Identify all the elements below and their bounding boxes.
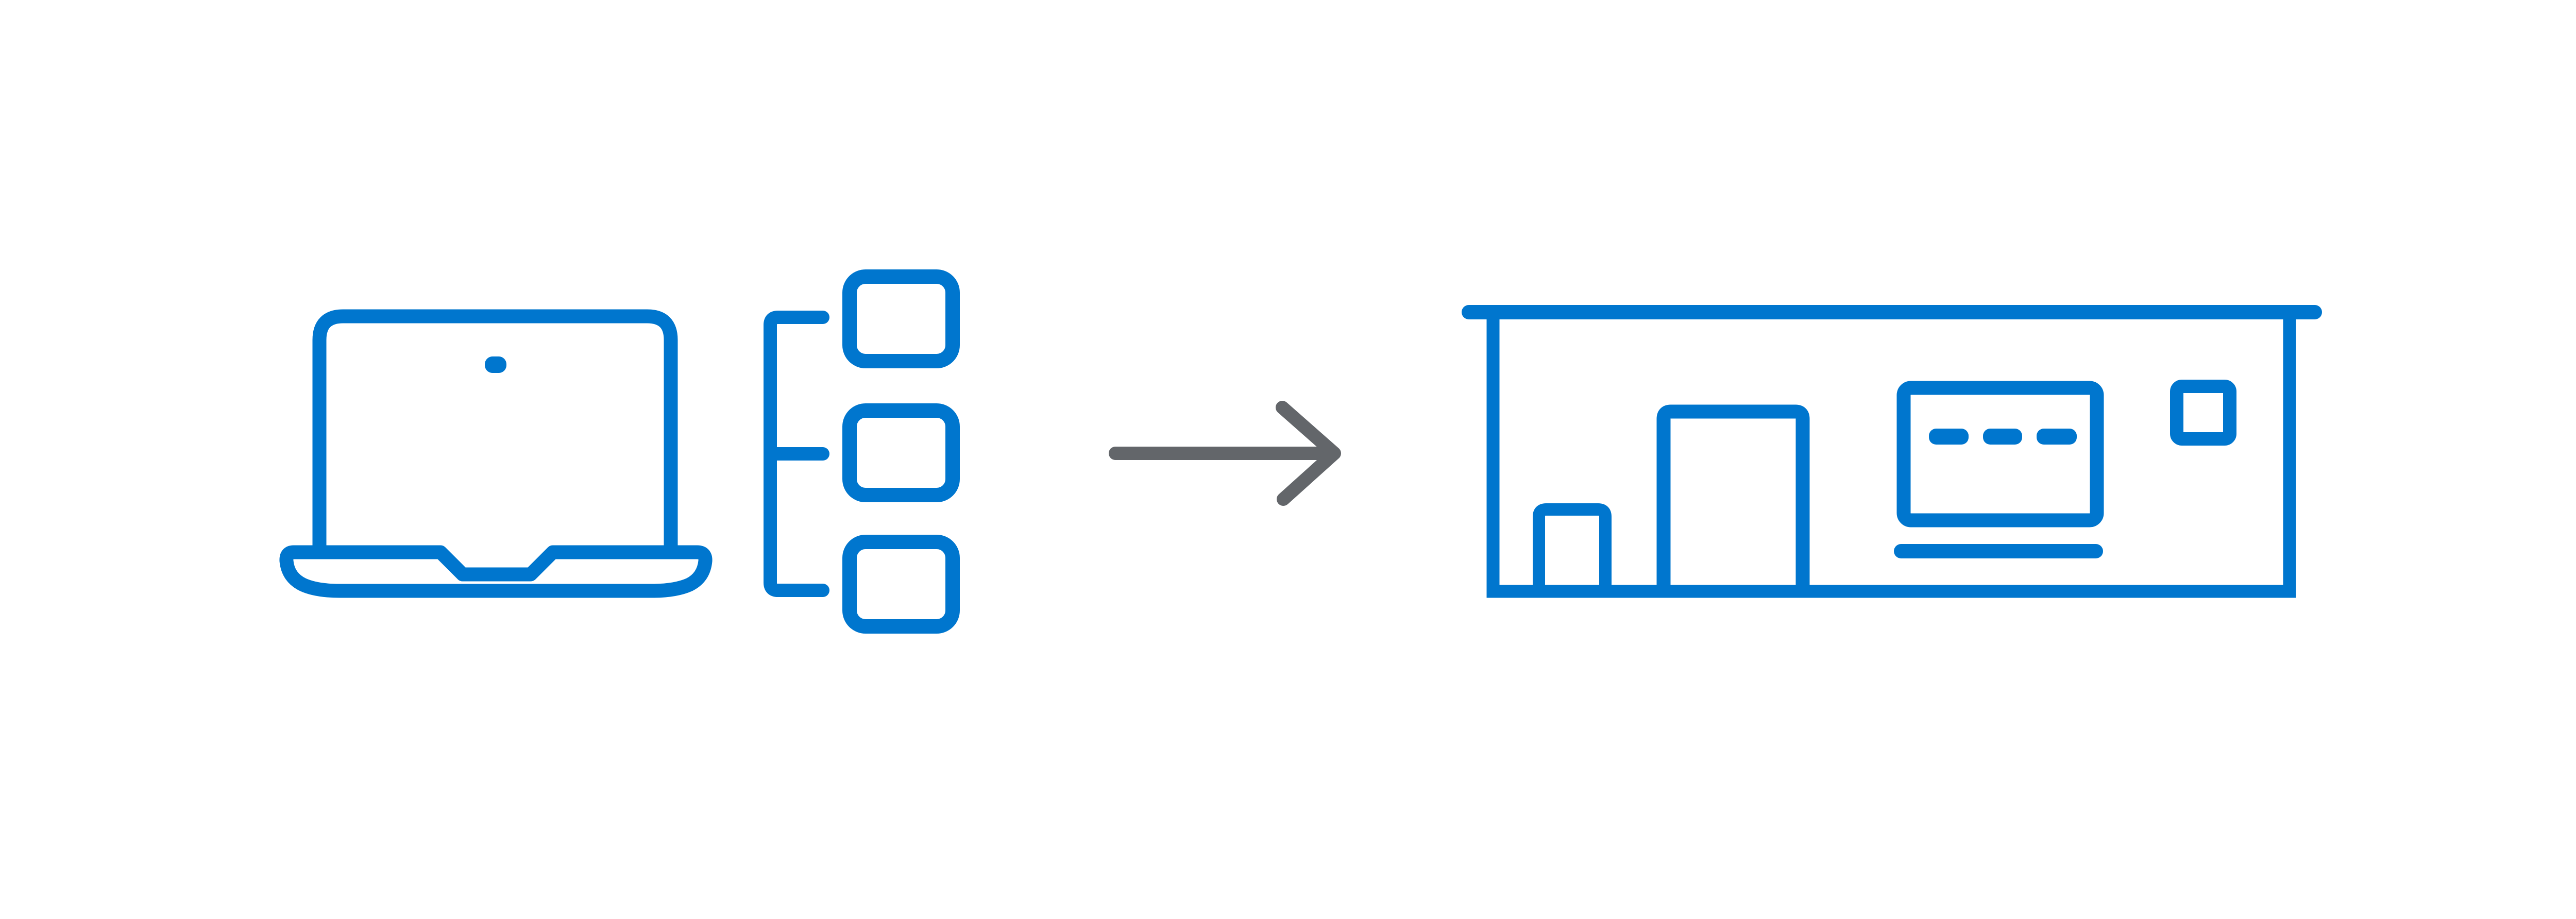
factory-small-box <box>1533 503 1612 588</box>
node-box-2 <box>842 403 960 502</box>
arrow-head <box>1276 401 1341 506</box>
factory-walls-floor <box>1486 315 2296 598</box>
arrow-right-icon <box>1109 401 1341 506</box>
sign-dash-3 <box>2037 429 2077 445</box>
factory-icon <box>1462 305 2322 598</box>
factory-sign-window <box>1896 381 2104 527</box>
laptop-base <box>279 545 713 598</box>
factory-small-window <box>2170 380 2236 446</box>
hierarchy-icon <box>764 269 960 634</box>
laptop-icon <box>279 309 713 598</box>
sign-dash-1 <box>1929 429 1969 445</box>
node-box-3 <box>842 535 960 634</box>
sign-dash-2 <box>1983 429 2022 445</box>
laptop-screen <box>312 309 678 556</box>
laptop-camera-icon <box>485 356 506 373</box>
node-box-1 <box>842 269 960 368</box>
factory-door <box>1656 404 1810 588</box>
